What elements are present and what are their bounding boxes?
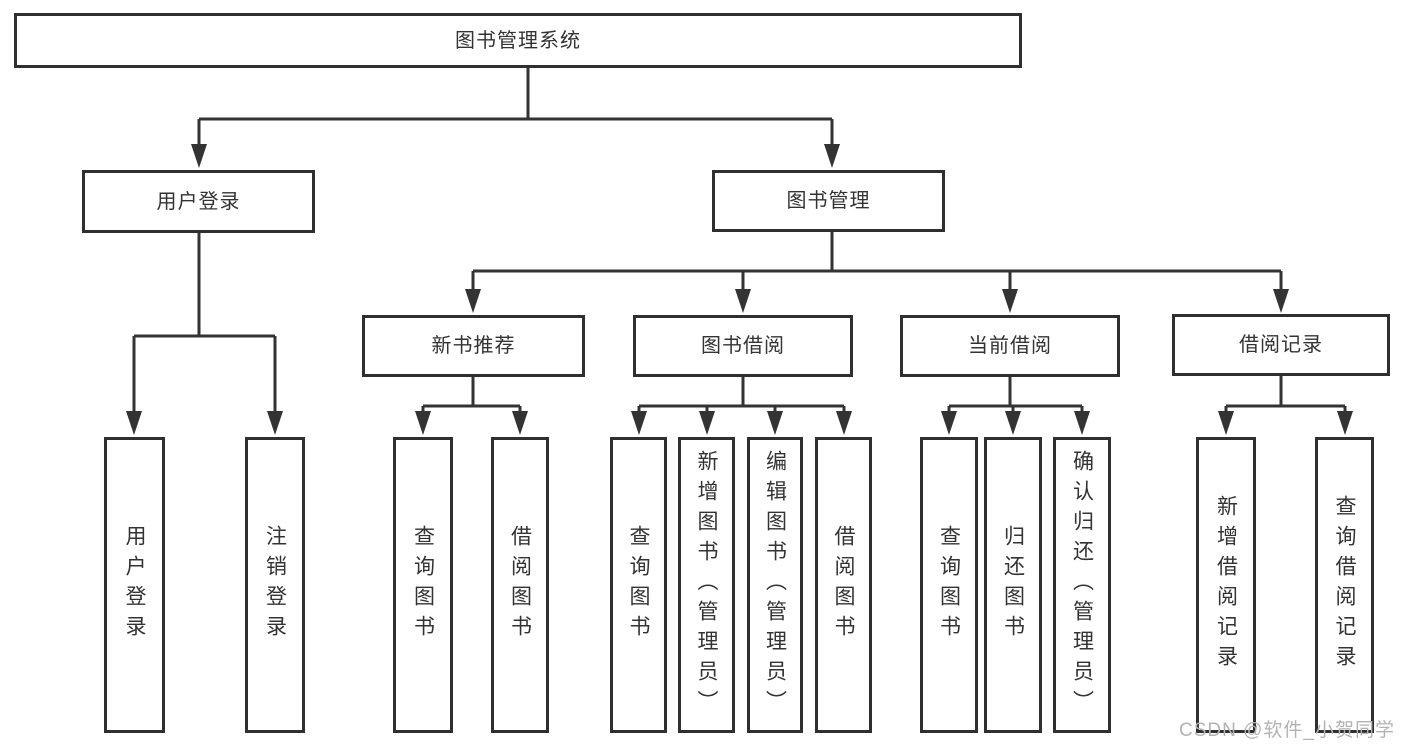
leaf-nb-borrow-books: 借阅图书 xyxy=(491,437,549,733)
leaf-br-add-record: 新增借阅记录 xyxy=(1196,437,1256,733)
node-current-borrowing: 当前借阅 xyxy=(900,315,1120,377)
node-book-management: 图书管理 xyxy=(712,170,945,232)
leaf-cb-return-books: 归还图书 xyxy=(984,437,1042,733)
arrowheads xyxy=(126,144,1353,435)
watermark: CSDN @软件_小贺同学 xyxy=(1179,720,1395,741)
leaf-user-login: 用户登录 xyxy=(104,437,165,733)
leaf-bb-edit-books-admin: 编辑图书（管理员） xyxy=(747,437,803,733)
leaf-cb-confirm-return-admin: 确认归还（管理员） xyxy=(1053,437,1111,733)
node-new-book-recommend: 新书推荐 xyxy=(362,315,585,377)
node-user-login: 用户登录 xyxy=(82,170,315,233)
leaf-bb-add-books-admin: 新增图书（管理员） xyxy=(678,437,735,733)
leaf-nb-query-books: 查询图书 xyxy=(393,437,453,733)
leaf-br-query-record: 查询借阅记录 xyxy=(1315,437,1374,733)
node-book-borrowing: 图书借阅 xyxy=(633,315,853,377)
leaf-bb-borrow-books: 借阅图书 xyxy=(815,437,872,733)
leaf-cb-query-books: 查询图书 xyxy=(920,437,978,733)
node-borrow-records: 借阅记录 xyxy=(1172,314,1390,376)
leaf-logout: 注销登录 xyxy=(245,437,305,733)
node-root: 图书管理系统 xyxy=(14,13,1022,68)
leaf-bb-query-books: 查询图书 xyxy=(610,437,667,733)
